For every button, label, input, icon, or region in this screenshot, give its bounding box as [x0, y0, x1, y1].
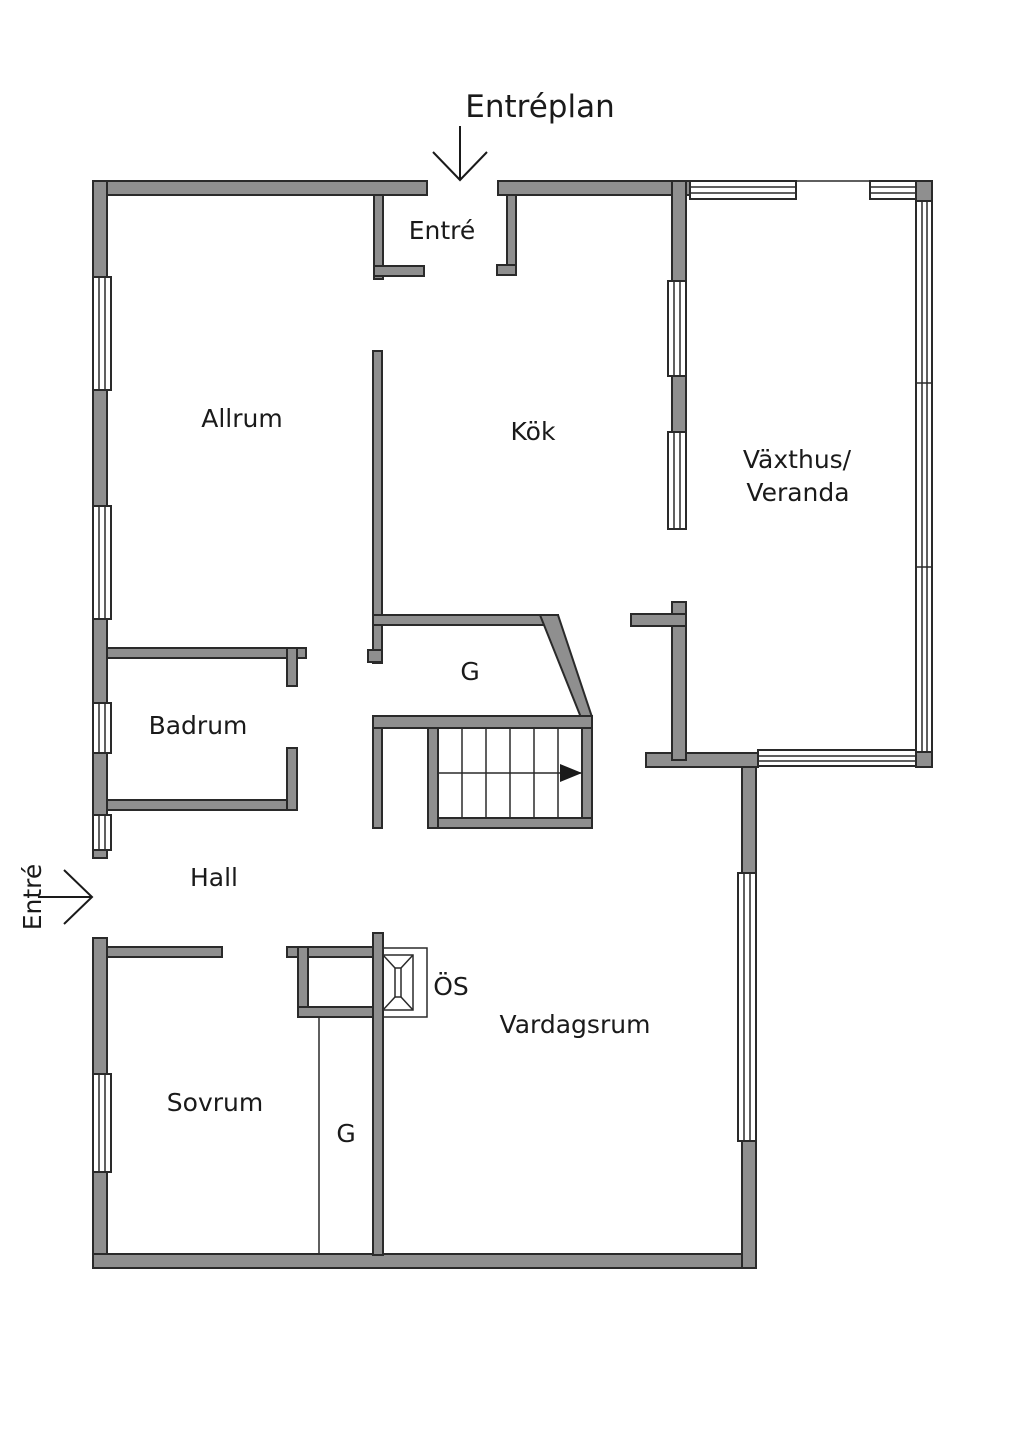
- room-label-vardagsrum: Vardagsrum: [500, 1010, 651, 1039]
- window-veranda-top-right: [869, 180, 917, 200]
- window-hall: [92, 814, 112, 851]
- stair-direction-arrow: [560, 764, 582, 782]
- room-label-entre: Entré: [409, 216, 476, 245]
- window-vardagsrum: [737, 872, 757, 1142]
- room-label-allrum: Allrum: [201, 404, 282, 433]
- window-allrum-upper: [92, 276, 112, 391]
- window-sovrum: [92, 1073, 112, 1173]
- window-veranda-bottom: [757, 749, 917, 767]
- room-label-oppen-spis: ÖS: [433, 972, 469, 1001]
- room-label-garderob-lower: G: [336, 1119, 355, 1148]
- window-veranda-top-left: [689, 180, 797, 200]
- staircase: [437, 727, 583, 819]
- side-entrance-label: Entré: [18, 864, 47, 931]
- window-kok-lower: [667, 431, 687, 530]
- window-allrum-lower: [92, 505, 112, 620]
- room-label-badrum: Badrum: [149, 711, 248, 740]
- window-kok-upper: [667, 280, 687, 377]
- room-label-kok: Kök: [511, 417, 556, 446]
- side-entrance-arrow: [38, 869, 94, 925]
- fireplace-symbol: [382, 947, 428, 1018]
- window-veranda-right: [915, 200, 933, 753]
- room-label-garderob-upper: G: [460, 657, 479, 686]
- plan-title: Entréplan: [465, 89, 614, 125]
- top-entrance-arrow: [432, 126, 488, 182]
- room-label-sovrum: Sovrum: [167, 1088, 263, 1117]
- interior-walls: [106, 194, 593, 1256]
- room-label-vaxthus: Växthus/: [743, 445, 852, 474]
- windows: [92, 180, 933, 1173]
- window-badrum: [92, 702, 112, 754]
- room-label-veranda: Veranda: [746, 478, 849, 507]
- room-label-hall: Hall: [190, 863, 238, 892]
